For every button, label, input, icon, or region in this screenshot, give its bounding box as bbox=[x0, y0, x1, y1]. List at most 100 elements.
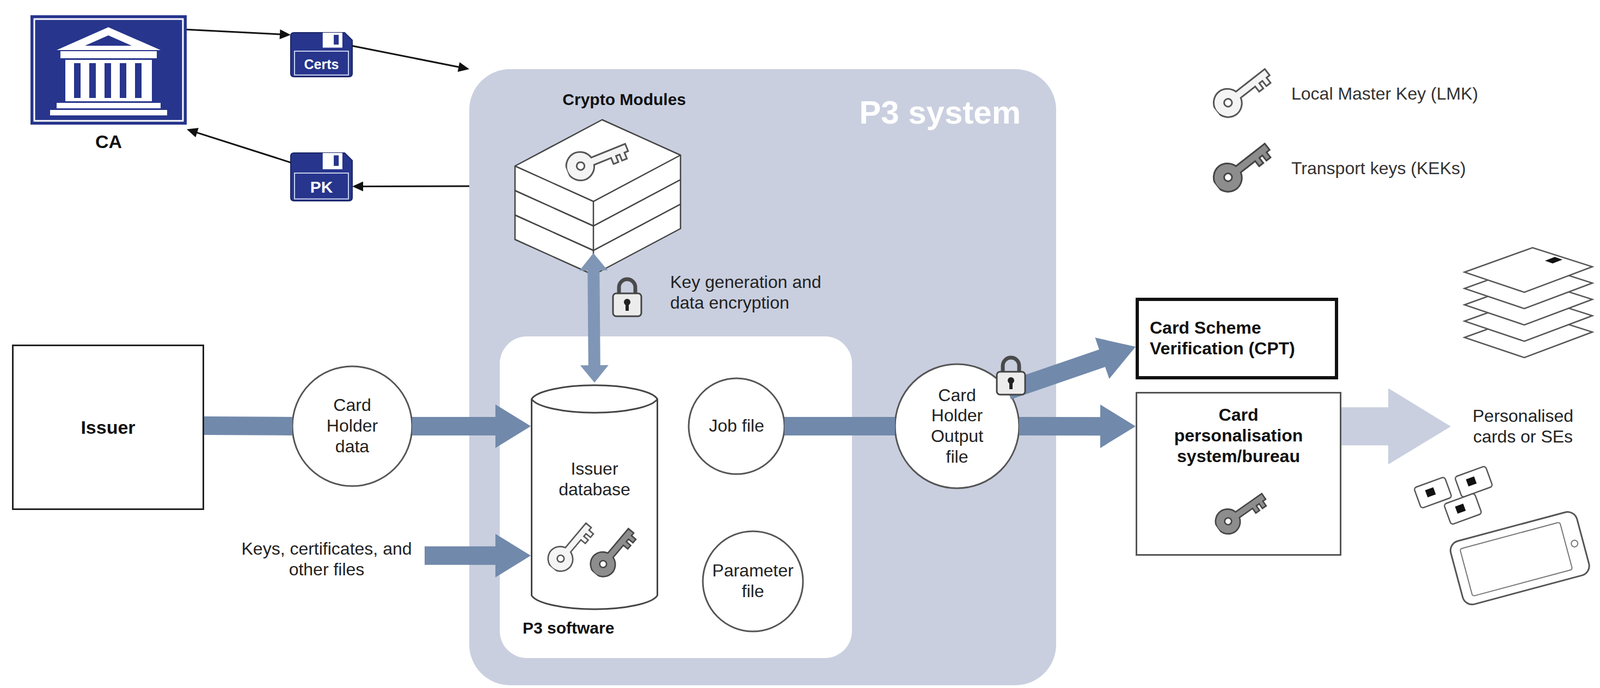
drawing-group bbox=[1443, 493, 1482, 525]
key-icon bbox=[1210, 486, 1272, 539]
drawing-rect bbox=[1448, 510, 1592, 608]
drawing-circle bbox=[688, 378, 785, 475]
database-cylinder: Issuer database bbox=[530, 382, 659, 612]
key-icon bbox=[585, 522, 641, 582]
drawing-rect bbox=[60, 51, 157, 59]
connector-line bbox=[204, 425, 293, 427]
drawing-rect bbox=[499, 336, 852, 659]
drawing-rect bbox=[333, 34, 339, 45]
connector bbox=[352, 181, 470, 192]
drawing-circle bbox=[292, 366, 413, 487]
connector-line bbox=[424, 546, 500, 566]
key-icon bbox=[542, 517, 599, 577]
drawing-rect bbox=[1137, 299, 1337, 378]
arrow-head bbox=[1388, 388, 1451, 465]
drawing-shape bbox=[515, 119, 681, 226]
card-stack bbox=[1464, 247, 1593, 358]
drawing-path bbox=[290, 32, 353, 77]
drawing-rect bbox=[135, 63, 142, 98]
node-text: Card Holder Output file bbox=[918, 385, 996, 468]
drawing-rect bbox=[1443, 493, 1482, 525]
arrow-head bbox=[495, 404, 531, 449]
output-circle: Card Holder Output file bbox=[893, 363, 1021, 490]
issuer-box: Issuer bbox=[11, 344, 205, 511]
connector bbox=[412, 404, 531, 449]
node-text: PK bbox=[310, 177, 334, 197]
node-text: Job file bbox=[693, 415, 781, 437]
legend-entry: Transport keys (KEKs) bbox=[1291, 157, 1467, 180]
drawing-circle bbox=[1570, 539, 1579, 548]
node-text: Issuer database bbox=[542, 458, 647, 501]
connector bbox=[424, 534, 531, 578]
icon-use bbox=[1208, 135, 1277, 198]
connector bbox=[1341, 388, 1451, 465]
drawing-rect bbox=[13, 345, 204, 510]
arrow-head bbox=[352, 181, 364, 192]
legend-key-kek bbox=[1208, 135, 1277, 198]
drawing-line bbox=[592, 250, 595, 275]
file-circle: Job file bbox=[687, 377, 786, 476]
label-anchor: Key generation and data encryption bbox=[670, 272, 850, 314]
node-text: Personalised cards or SEs bbox=[1460, 406, 1586, 448]
drawing-line bbox=[592, 201, 595, 226]
node-text: Card Scheme Verification (CPT) bbox=[1149, 317, 1324, 360]
drawing-path bbox=[290, 152, 353, 201]
drawing-rect bbox=[89, 63, 96, 98]
drawing-group bbox=[1413, 476, 1452, 509]
drawing-circle bbox=[894, 364, 1020, 489]
connector-line bbox=[412, 417, 500, 436]
connector-line bbox=[195, 132, 291, 163]
drawing-path bbox=[531, 399, 658, 413]
icon-use bbox=[1210, 486, 1272, 539]
arrow-head bbox=[495, 534, 531, 578]
node-shape bbox=[500, 89, 686, 254]
sim-cards bbox=[1413, 466, 1493, 525]
connector-line bbox=[186, 29, 281, 35]
legend-text: Transport keys (KEKs) bbox=[1291, 157, 1467, 180]
icon-use bbox=[1208, 60, 1277, 124]
connector-line bbox=[1341, 407, 1395, 446]
arrow-head bbox=[186, 127, 199, 138]
node-text: Card Holder data bbox=[311, 395, 394, 457]
connector bbox=[204, 425, 293, 427]
node-text: P3 system bbox=[859, 93, 1021, 133]
drawing-rect bbox=[1425, 487, 1437, 498]
legend-entry: Local Master Key (LMK) bbox=[1291, 82, 1479, 105]
connector bbox=[579, 253, 609, 383]
verification-box: Card Scheme Verification (CPT) bbox=[1135, 297, 1339, 380]
drawing-rect bbox=[56, 102, 161, 109]
phone bbox=[1448, 510, 1592, 608]
drawing-shape bbox=[1545, 256, 1563, 264]
drawing-line bbox=[592, 225, 595, 251]
connector-line bbox=[352, 45, 460, 67]
crypto-module: Crypto Modules bbox=[500, 89, 686, 254]
drawing-rect bbox=[34, 19, 183, 121]
drawing-circle bbox=[702, 531, 803, 632]
drawing-rect bbox=[1455, 503, 1467, 514]
icon-use bbox=[542, 517, 599, 577]
arrow-head bbox=[279, 29, 291, 40]
node-text: Keys, certificates, and other files bbox=[234, 538, 420, 581]
drawing-rect bbox=[294, 51, 349, 76]
drawing-rect bbox=[1136, 393, 1341, 556]
connector bbox=[784, 426, 895, 427]
node-text: CA bbox=[95, 130, 122, 153]
arrow-head bbox=[1100, 404, 1136, 449]
connector bbox=[186, 127, 291, 163]
connector bbox=[352, 45, 470, 72]
node-text: Parameter file bbox=[706, 560, 800, 603]
drawing-shape bbox=[1464, 296, 1593, 342]
drawing-rect bbox=[294, 173, 349, 200]
system-region: P3 systemCrypto ModulesP3 softwareIssuer… bbox=[469, 69, 1057, 686]
edge-label: Key generation and data encryption bbox=[670, 272, 850, 314]
key-icon bbox=[561, 133, 633, 185]
drawing-rect bbox=[119, 63, 127, 98]
connector-line bbox=[784, 417, 895, 436]
drawing-shape bbox=[1464, 247, 1593, 293]
node-text: Certs bbox=[304, 56, 340, 73]
drawing-path bbox=[531, 385, 658, 610]
connector bbox=[186, 29, 291, 40]
node-text: Issuer bbox=[80, 416, 136, 439]
connector-line bbox=[1019, 417, 1105, 436]
